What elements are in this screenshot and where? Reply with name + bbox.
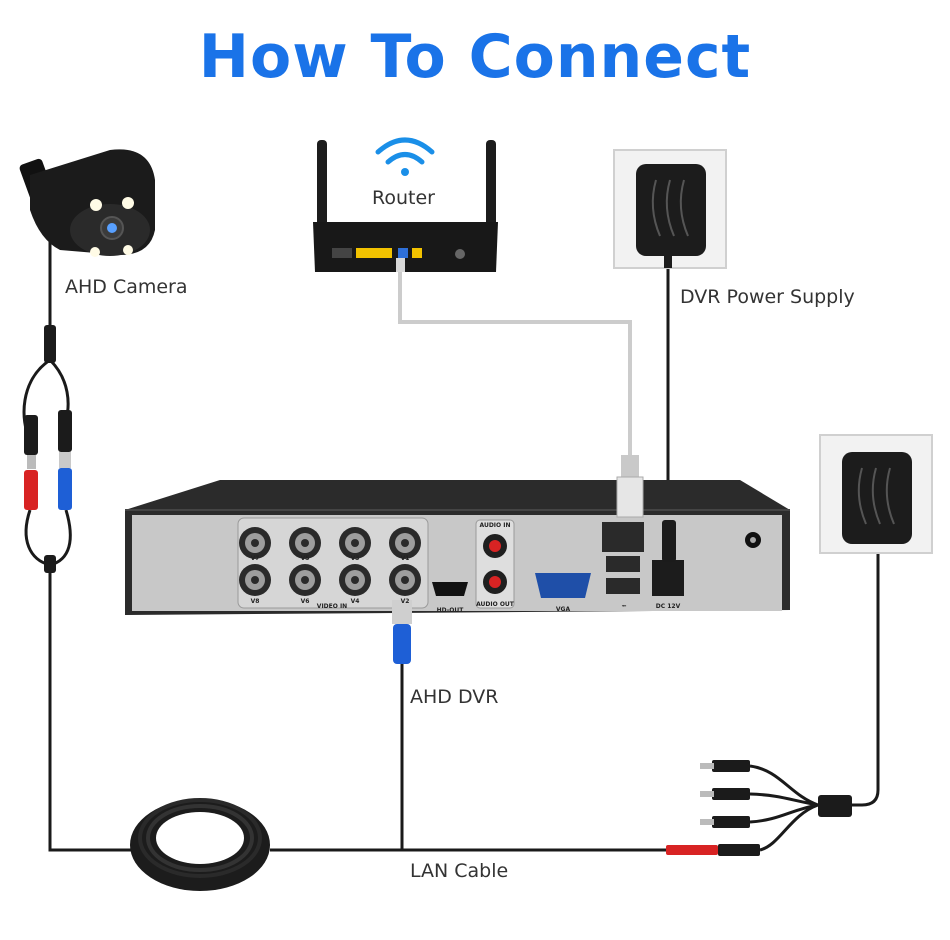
power-splitter-icon: [666, 760, 852, 856]
bnc-port-v4: [339, 564, 371, 596]
audio-out-label: AUDIO OUT: [476, 601, 515, 608]
bnc-port-v2: [389, 564, 421, 596]
channel-label-v2: V2: [401, 598, 410, 605]
camera-power-cable: [850, 545, 880, 807]
hd-out-label: HD-OUT: [437, 607, 465, 614]
wifi-icon: [375, 137, 435, 176]
audio-in-label: AUDIO IN: [480, 522, 511, 529]
rj45-plug-icon: [616, 455, 644, 518]
lan-cable-gray: [398, 270, 632, 460]
channel-label-v1: V1: [401, 555, 410, 562]
siamese-cable-left: [48, 570, 140, 852]
bnc-port-v7: [239, 527, 271, 559]
channel-label-v8: V8: [251, 598, 260, 605]
dvr-recorder-icon: [125, 480, 790, 615]
page-title: How To Connect: [198, 22, 752, 92]
bnc-ports: [239, 527, 421, 596]
cable-coil-icon: [130, 798, 270, 891]
channel-label-v4: V4: [351, 598, 360, 605]
bullet-camera-icon: [19, 149, 155, 257]
bnc-port-v3: [339, 527, 371, 559]
dvr-label: AHD DVR: [410, 686, 499, 708]
channel-label-v3: V3: [351, 555, 360, 562]
bnc-port-v5: [289, 527, 321, 559]
power-adapter-icon: [613, 149, 727, 269]
bnc-plug-icon: [392, 600, 412, 664]
bnc-port-v6: [289, 564, 321, 596]
channel-label-v5: V5: [301, 555, 310, 562]
camera-power-adapter-icon: [819, 434, 933, 554]
router-label: Router: [372, 187, 435, 209]
pigtail-connectors: [24, 325, 72, 573]
splitter-tails: [749, 764, 819, 852]
lan-cable-label: LAN Cable: [410, 860, 509, 882]
router-icon: [313, 140, 498, 272]
bnc-port-v8: [239, 564, 271, 596]
dc-plug-icon: [662, 520, 676, 562]
channel-label-v6: V6: [301, 598, 310, 605]
usb-label: ⭪: [622, 603, 627, 610]
vga-label: VGA: [556, 606, 571, 613]
camera-label: AHD Camera: [65, 276, 188, 298]
video-in-label: VIDEO IN: [317, 603, 347, 610]
bnc-port-v1: [389, 527, 421, 559]
dc-label: DC 12V: [656, 603, 681, 610]
channel-label-v7: V7: [251, 555, 260, 562]
power-supply-label: DVR Power Supply: [680, 286, 855, 308]
